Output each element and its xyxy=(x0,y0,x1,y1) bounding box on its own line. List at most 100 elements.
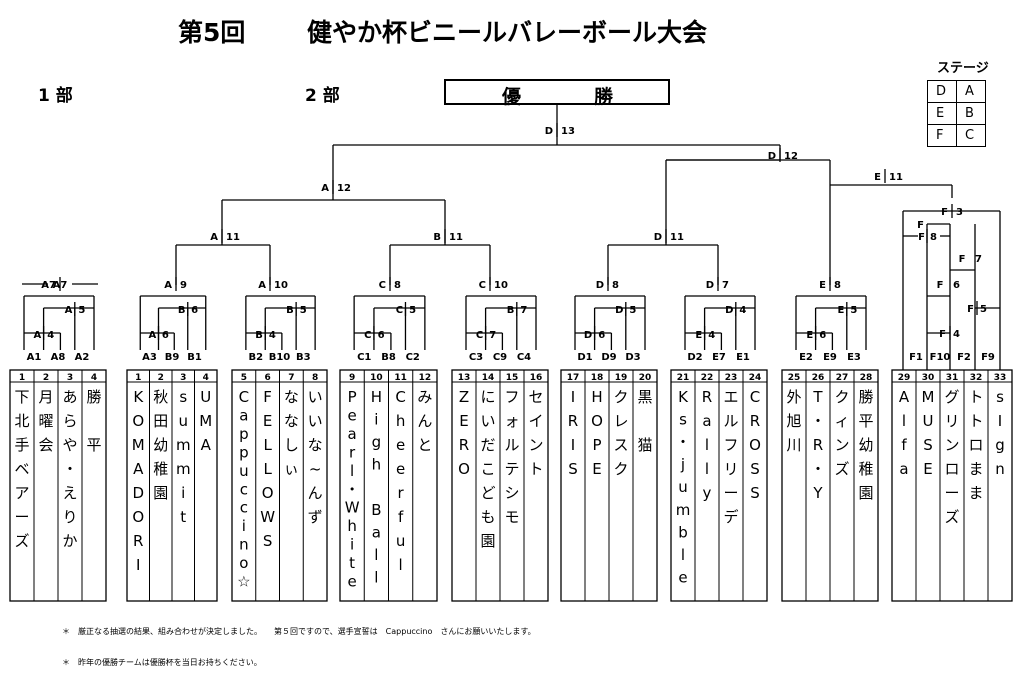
team-name: R xyxy=(568,412,578,430)
team-name: R xyxy=(813,436,823,454)
team-name: u xyxy=(239,462,249,480)
team-name: u xyxy=(178,412,188,430)
match-label: 11 xyxy=(889,172,903,183)
match-label: 6 xyxy=(598,330,605,341)
team-number: 20 xyxy=(639,373,652,383)
match-label: 4 xyxy=(953,329,960,340)
match-label: A xyxy=(164,280,172,291)
match-label: C xyxy=(476,330,483,341)
team-number: 4 xyxy=(203,373,209,383)
match-label: 5 xyxy=(850,305,857,316)
team-number: 31 xyxy=(946,373,959,383)
match-label: 5 xyxy=(409,305,416,316)
team-name: イ xyxy=(528,412,543,430)
team-name: E xyxy=(592,460,601,478)
match-label: B xyxy=(255,330,263,341)
match-label: F xyxy=(937,280,944,291)
team-number: 28 xyxy=(860,373,873,383)
match-label: 8 xyxy=(394,280,401,291)
team-name: D xyxy=(132,484,144,502)
team-name: 勝 xyxy=(858,388,873,406)
team-name: 稚 xyxy=(858,460,873,478)
team-name: ぃ xyxy=(284,460,299,478)
team-name: b xyxy=(678,523,688,541)
team-name: モ xyxy=(504,508,519,526)
team-number: 17 xyxy=(567,373,580,383)
match-label: C xyxy=(396,305,403,316)
team-name: C xyxy=(239,388,249,406)
match-label: 6 xyxy=(819,330,826,341)
team-name: t xyxy=(349,554,355,572)
seed-label: B8 xyxy=(381,352,396,363)
team-name: C xyxy=(395,388,405,406)
match-label: E xyxy=(695,330,702,341)
team-number: 3 xyxy=(67,373,73,383)
team-name: シ xyxy=(504,484,519,502)
team-name: み xyxy=(417,388,432,406)
team-name: a xyxy=(702,412,711,430)
team-name: ず xyxy=(308,508,323,526)
team-number: 5 xyxy=(241,373,247,383)
team-name: ・ xyxy=(62,460,77,478)
match-label: F xyxy=(967,304,974,315)
team-name: a xyxy=(239,406,248,424)
team-name: a xyxy=(372,523,381,541)
team-name: S xyxy=(923,436,933,454)
team-name: t xyxy=(180,508,186,526)
match-label: 5 xyxy=(300,305,307,316)
team-name: セ xyxy=(528,388,543,406)
team-name: i xyxy=(374,411,378,429)
team-name: ク xyxy=(613,388,628,406)
seed-label: F10 xyxy=(930,352,951,363)
seed-label: B9 xyxy=(165,352,180,363)
team-number: 26 xyxy=(812,373,825,383)
team-name: ク xyxy=(613,460,628,478)
team-number: 12 xyxy=(419,373,432,383)
team-name: ト xyxy=(968,412,983,430)
title-main: 健やか杯ビニールバレーボール大会 xyxy=(307,18,708,47)
team-number: 16 xyxy=(530,373,543,383)
match-label: D xyxy=(596,280,604,291)
team-name: A xyxy=(201,436,212,454)
match-label: 10 xyxy=(494,280,508,291)
team-name: r xyxy=(349,443,356,461)
team-name: 園 xyxy=(480,532,495,550)
stage-legend-title: ステージ xyxy=(937,61,989,76)
seed-label: E9 xyxy=(823,352,837,363)
team-name: l xyxy=(374,546,378,564)
seed-label: D3 xyxy=(625,352,640,363)
team-name: M xyxy=(132,436,145,454)
seed-label: C2 xyxy=(406,352,420,363)
match-label: B xyxy=(507,305,515,316)
team-name: n xyxy=(995,460,1005,478)
team-name: ま xyxy=(968,460,983,478)
match-label: 6 xyxy=(162,330,169,341)
match-label: F xyxy=(959,254,966,265)
team-name: M xyxy=(199,412,212,430)
team-name: ロ xyxy=(968,436,983,454)
team-number: 9 xyxy=(349,373,355,383)
team-name: T xyxy=(812,388,823,406)
team-name: W xyxy=(345,499,360,517)
team-name: y xyxy=(703,484,712,502)
team-name: 旭 xyxy=(786,412,801,430)
team-name: え xyxy=(62,484,77,502)
team-name: リ xyxy=(944,412,959,430)
team-name: ん xyxy=(308,484,323,502)
team-name: e xyxy=(348,406,357,424)
team-name: 猫 xyxy=(637,436,652,454)
team-name: Y xyxy=(812,484,823,502)
team-name: L xyxy=(263,436,272,454)
team-name: A xyxy=(133,460,144,478)
note-line: ＊ 昨年の優勝チームは優勝杯を当日お持ちください。 xyxy=(62,658,262,667)
team-number: 1 xyxy=(19,373,25,383)
team-name: 園 xyxy=(858,484,873,502)
team-number: 10 xyxy=(370,373,383,383)
team-name: ズ xyxy=(834,460,849,478)
team-name: U xyxy=(200,388,211,406)
team-name: l xyxy=(681,546,685,564)
team-name: C xyxy=(750,388,760,406)
match-label: C xyxy=(479,280,486,291)
match-label: 12 xyxy=(337,183,351,194)
